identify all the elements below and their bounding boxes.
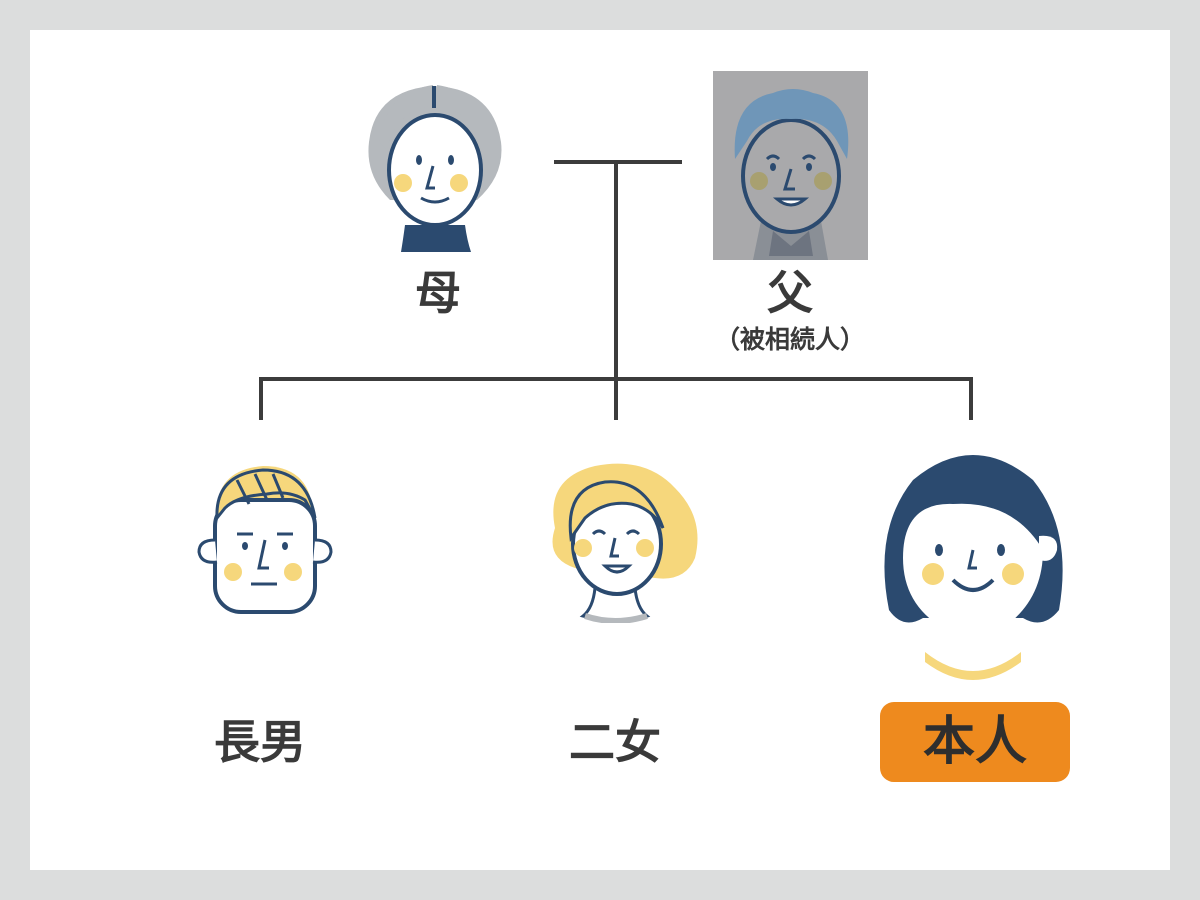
mother-label: 母 <box>415 266 461 320</box>
second-daughter-label: 二女 <box>569 715 661 769</box>
self-label: 本人 <box>922 712 1027 772</box>
father-portrait <box>713 71 868 260</box>
eldest-son-label: 長男 <box>214 715 306 769</box>
eldest-son-portrait <box>197 466 333 614</box>
father-sublabel: （被相続人） <box>714 325 865 354</box>
self-badge: 本人 <box>880 702 1070 782</box>
second-daughter-portrait <box>552 463 698 623</box>
father-label: 父 <box>767 266 813 320</box>
self-face-icon <box>884 455 1063 680</box>
mother-portrait <box>368 85 502 252</box>
mother-face-icon <box>368 85 502 252</box>
self-portrait <box>884 455 1063 680</box>
eldest-son-face-icon <box>197 466 333 614</box>
father-face-icon <box>734 89 849 260</box>
second-daughter-face-icon <box>552 463 698 623</box>
